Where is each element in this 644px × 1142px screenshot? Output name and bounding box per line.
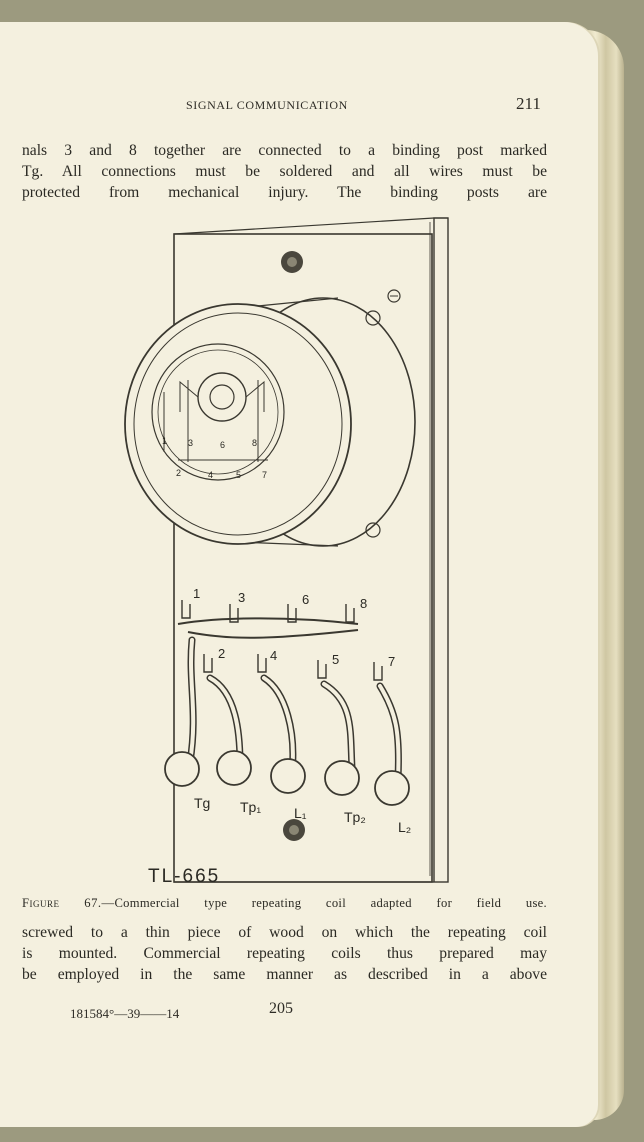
inner-terminal-number: 2 [176,468,181,478]
inner-terminal-number: 3 [188,438,193,448]
post-label: L₂ [398,819,411,835]
coil-housing [124,289,416,547]
post-label: Tp₁ [240,799,261,815]
paragraph-line: be employed in the same manner as descri… [22,966,547,983]
paragraph-bottom: screwed to a thin piece of wood on which… [22,922,547,985]
lug-number: 7 [388,654,395,669]
inner-terminal-number: 7 [262,470,267,480]
figure-caption-label: Figure 67. [22,896,102,910]
running-head: SIGNAL COMMUNICATION 211 [0,94,600,120]
running-head-page-number: 211 [516,94,541,113]
inner-terminal-number: 5 [236,470,241,480]
running-head-title: SIGNAL COMMUNICATION [186,98,348,112]
paragraph-line: nals 3 and 8 together are connected to a… [22,142,547,159]
bottom-screw-icon [283,819,305,841]
paragraph-top: nals 3 and 8 together are connected to a… [22,140,547,203]
inner-terminal-number: 8 [252,438,257,448]
lower-solder-lugs [203,654,383,681]
lug-number: 8 [360,596,367,611]
inner-terminal-number: 6 [220,440,225,450]
lug-number: 2 [218,646,225,661]
post-label: Tp₂ [344,809,366,825]
board-edge [433,217,449,883]
toroid-core-icon [163,372,268,462]
upper-solder-lugs [177,600,359,639]
figure-caption-text: —Commercial type repeating coil adapted … [101,896,547,910]
paragraph-line: protected from mechanical injury. The bi… [22,184,547,201]
post-label: Tg [194,795,210,811]
lug-number: 1 [193,586,200,601]
lug-number: 6 [302,592,309,607]
printer-signature: 181584°—39——14 [70,1006,180,1021]
figure-caption: Figure 67.—Commercial type repeating coi… [22,896,547,911]
inner-terminal-number: 1 [162,436,167,446]
inner-terminal-number: 4 [208,470,213,480]
top-screw-icon [281,251,303,273]
figure-67-illustration: 1 3 6 8 2 4 5 7 1 3 6 8 2 4 5 7 [118,212,464,888]
post-label: L₁ [294,805,307,821]
paragraph-line: screwed to a thin piece of wood on which… [22,924,547,941]
footer-page-number: 205 [269,1000,293,1017]
lug-number: 5 [332,652,339,667]
paragraph-line: Tg. All connections must be soldered and… [22,163,547,180]
binding-post-icon [164,750,410,806]
page-footer: 181584°—39——14 205 [0,1000,600,1024]
lug-number: 4 [270,648,277,663]
paragraph-line: is mounted. Commercial repeating coils t… [22,945,547,962]
lug-number: 3 [238,590,245,605]
model-label: TL-665 [148,866,220,887]
repeating-coil-drawing: 1 3 6 8 2 4 5 7 1 3 6 8 2 4 5 7 [124,217,449,887]
